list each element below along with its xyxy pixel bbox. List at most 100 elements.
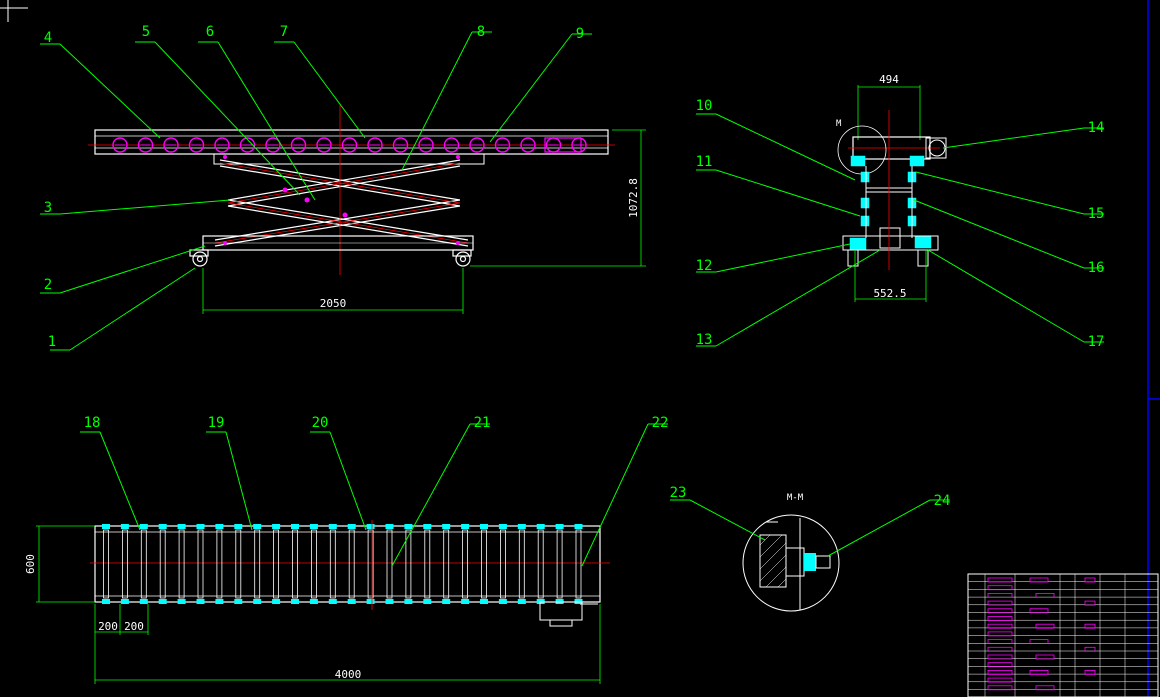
- side-roller: [341, 137, 358, 153]
- side-roller: [265, 137, 281, 153]
- leader-lines: [40, 31, 1104, 567]
- plan-roller: [235, 529, 242, 599]
- leader-line: [217, 41, 316, 201]
- roller-bearing: [442, 599, 451, 604]
- dim-end-top-width: 494: [879, 73, 899, 86]
- balloon-2: 2: [44, 277, 52, 293]
- dim-plan-pitch-a: 200: [98, 620, 118, 633]
- end-view: M: [836, 85, 947, 302]
- side-view: [88, 105, 615, 275]
- roller-bearing: [291, 524, 299, 529]
- roller-bearing: [328, 524, 337, 529]
- leader-line: [715, 243, 851, 273]
- leader-line: [59, 199, 231, 215]
- plan-roller: [575, 529, 582, 599]
- leader-line: [154, 41, 301, 196]
- balloon-13: 13: [696, 332, 713, 348]
- wheels: [189, 249, 472, 267]
- roller-bearing: [517, 524, 526, 529]
- dim-side-wheelbase: 2050: [320, 297, 347, 310]
- roller-bearing: [291, 599, 299, 604]
- roller-bearing: [177, 599, 186, 604]
- side-roller: [239, 137, 256, 153]
- roller-bearing: [461, 599, 470, 604]
- plan-rollers: [102, 524, 583, 604]
- roller-bearing: [158, 524, 167, 529]
- roller-bearing: [423, 524, 432, 529]
- roller-bearing: [442, 524, 451, 529]
- dim-plan-length: 4000: [335, 668, 362, 681]
- side-roller: [290, 137, 307, 153]
- roller-bearing: [215, 599, 224, 604]
- balloon-12: 12: [696, 258, 713, 274]
- dim-side-height: 1072.8: [627, 178, 640, 218]
- leader-line: [927, 249, 1085, 343]
- plan-roller: [122, 529, 128, 599]
- leader-line: [59, 43, 161, 139]
- plan-roller: [499, 529, 506, 599]
- plan-roller: [103, 529, 109, 599]
- roller-bearing: [385, 599, 394, 604]
- balloon-4: 4: [44, 30, 52, 46]
- plan-roller: [273, 529, 280, 599]
- plan-roller: [386, 529, 393, 599]
- leader-line: [689, 499, 766, 541]
- roller-bearing: [555, 524, 564, 529]
- roller-bearing: [196, 524, 205, 529]
- roller-bearing: [309, 599, 318, 604]
- leader-line: [715, 169, 861, 217]
- plan-roller: [405, 529, 412, 599]
- roller-bearing: [480, 599, 488, 604]
- roller-bearing: [158, 599, 167, 604]
- balloon-5: 5: [142, 24, 150, 40]
- plan-roller: [424, 529, 431, 599]
- dim-plan-width: 600: [24, 554, 37, 574]
- leader-line: [715, 249, 881, 347]
- dim-plan-pitch-b: 200: [124, 620, 144, 633]
- edge-marker: [1147, 0, 1160, 697]
- roller-bearing: [517, 599, 526, 604]
- balloon-15: 15: [1088, 206, 1105, 222]
- plan-roller: [556, 529, 563, 599]
- plan-roller: [518, 529, 525, 599]
- scissor-top-plate: [213, 153, 485, 165]
- plan-roller: [254, 529, 261, 599]
- plan-dimensions: [36, 525, 601, 684]
- roller-bearing: [102, 599, 110, 604]
- roller-bearing: [234, 599, 243, 604]
- side-roller: [137, 137, 154, 153]
- section-marker: M: [836, 119, 842, 129]
- scissor-arms: [214, 159, 469, 247]
- side-roller: [469, 137, 485, 153]
- leader-line: [99, 431, 141, 531]
- leader-line: [915, 171, 1085, 215]
- roller-bearing: [120, 599, 129, 604]
- plan-roller: [348, 529, 355, 599]
- plan-drive: [539, 601, 598, 627]
- roller-bearing: [196, 599, 205, 604]
- balloon-14: 14: [1088, 120, 1105, 136]
- leader-line: [69, 267, 196, 351]
- side-rollers: [112, 137, 587, 153]
- roller-bearing: [574, 524, 583, 529]
- plan-roller: [329, 529, 336, 599]
- pivot-pins: [223, 155, 460, 245]
- side-dimensions: [202, 129, 646, 314]
- roller-bearing: [498, 599, 507, 604]
- leader-line: [489, 33, 573, 143]
- plan-roller: [481, 529, 487, 599]
- roller-bearing: [253, 524, 262, 529]
- roller-bearing: [309, 524, 318, 529]
- roller-bearing: [404, 599, 413, 604]
- roller-bearing: [536, 524, 545, 529]
- leader-line: [391, 423, 471, 567]
- detail-view: M-M: [742, 493, 840, 612]
- end-scissor: [842, 166, 939, 267]
- side-roller: [214, 137, 230, 153]
- roller-bearing: [139, 524, 148, 529]
- balloon-24: 24: [934, 493, 951, 509]
- balloon-3: 3: [44, 200, 52, 216]
- leader-line: [59, 245, 206, 294]
